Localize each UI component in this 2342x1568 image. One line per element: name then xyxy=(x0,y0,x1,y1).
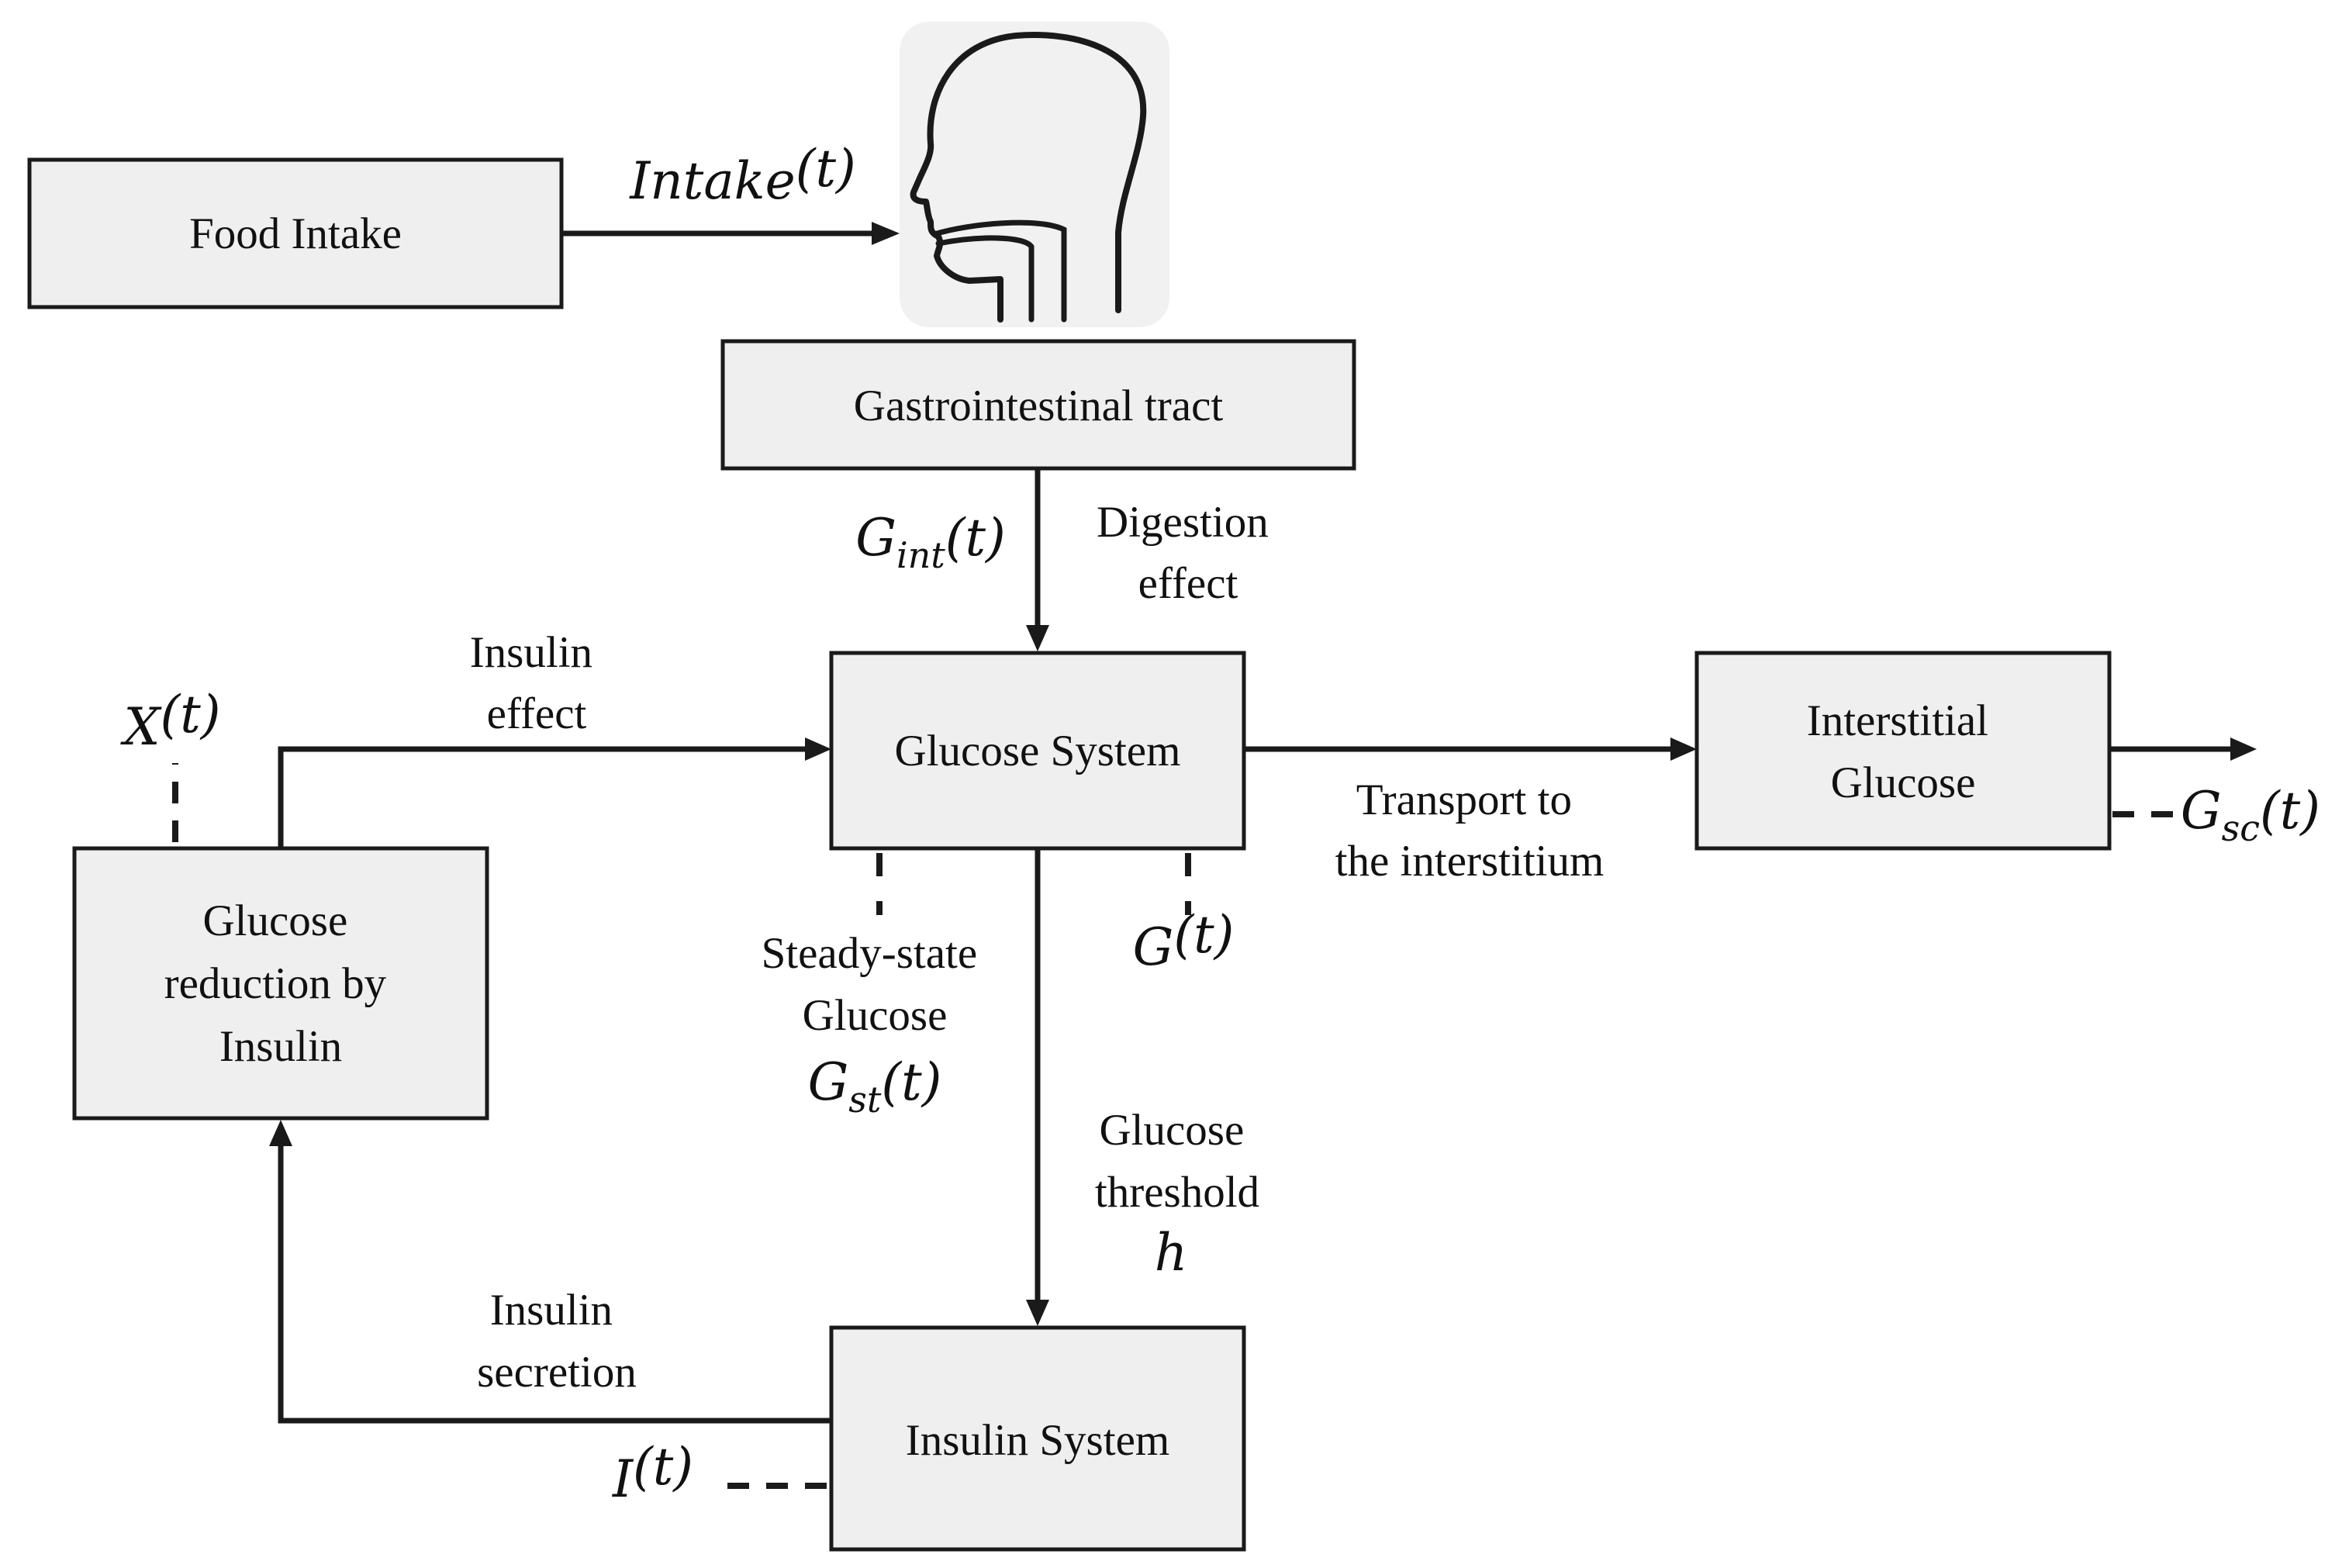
connectors xyxy=(172,222,2257,1489)
interstitial-glucose-label: Interstitial Glucose xyxy=(1807,696,2000,807)
x-symbol: X(t) xyxy=(119,685,220,757)
intake-symbol: Intake(t) xyxy=(629,139,856,211)
insulin-secretion-arrow xyxy=(278,1145,831,1424)
insulin-secretion-label: Insulin secretion xyxy=(477,1286,637,1397)
food-intake-label: Food Intake xyxy=(189,209,402,258)
glucose-system-label: Glucose System xyxy=(895,727,1181,775)
gastrointestinal-tract-label: Gastrointestinal tract xyxy=(854,382,1224,430)
h-symbol: h xyxy=(1155,1223,1188,1283)
head-throat-icon xyxy=(900,22,1169,327)
insulin-system-label: Insulin System xyxy=(906,1416,1169,1465)
insulin-effect-arrow xyxy=(278,746,807,848)
steady-state-glucose-label: Steady-state Glucose xyxy=(762,929,989,1040)
glucose-reduction-label: Glucose reduction by Insulin xyxy=(164,896,398,1071)
interstitial-glucose-box xyxy=(1694,651,2112,851)
glucose-reduction-box xyxy=(72,846,489,1121)
digestion-effect-label: Digestion effect xyxy=(1097,498,1280,608)
glucose-threshold-label: Glucose threshold xyxy=(1095,1106,1259,1217)
i-symbol: I(t) xyxy=(612,1437,693,1509)
transport-label: Transport to the interstitium xyxy=(1335,775,1605,886)
g-sc-symbol: Gsc(t) xyxy=(2181,781,2320,849)
insulin-effect-label: Insulin effect xyxy=(470,628,604,738)
g-st-symbol: Gst(t) xyxy=(808,1052,942,1121)
g-int-symbol: Gint(t) xyxy=(855,508,1006,576)
g-symbol: G(t) xyxy=(1133,905,1235,977)
insulin-system-box xyxy=(829,1325,1246,1552)
